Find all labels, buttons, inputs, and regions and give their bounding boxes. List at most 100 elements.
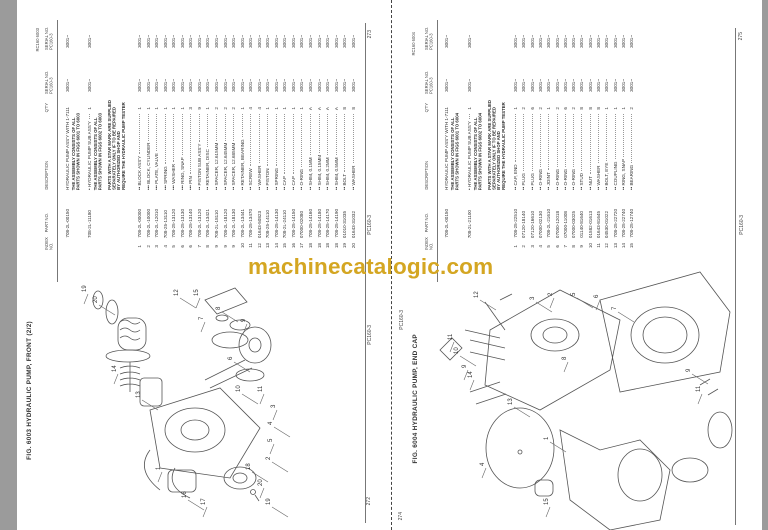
star-mark-note: PARTS WITH A STAR MARK ARE SUPPLIED SEPA…: [487, 100, 506, 190]
part-no: 07000-12018: [554, 210, 560, 238]
serial-no-1: 3001~: [513, 79, 518, 92]
leader-line: [481, 467, 487, 479]
leader-line: [463, 369, 469, 381]
column-header-qty: Q'TY: [424, 102, 429, 112]
part-no: 708-25-22510: [513, 209, 518, 238]
part-no: 708-25-22740: [620, 209, 626, 238]
leader-line: [272, 409, 278, 421]
description: •• BOLT, EYE: [604, 114, 609, 190]
part-no: 708-25-13140: [188, 209, 194, 238]
description-text: HYDRAULIC PUMP ASS'Y WITH 1-711: [65, 109, 70, 190]
serial-no-1: 3001~: [154, 79, 160, 92]
serial-no-1: 3001~: [171, 79, 177, 92]
watermark: machinecatalogic.com: [248, 254, 494, 279]
description-text: •• BOLT: [342, 173, 348, 190]
leader-dots: [224, 114, 226, 141]
serial-no-2: 3001~: [579, 35, 585, 48]
description-text: •• BEARING: [629, 164, 635, 190]
serial-no-2: 3001~: [239, 35, 245, 48]
leader-dots: [241, 114, 243, 138]
description-text: • HYDRAULIC PUMP SUB ASS'Y: [87, 121, 92, 190]
leader-line: [617, 311, 635, 323]
description-text: •• PLUG: [529, 172, 535, 190]
callout-labels: 1920141311617182019789611103452151211109…: [82, 285, 709, 518]
description-text: •• RETAINER, BEARING: [239, 139, 245, 190]
serial-no-2: 3001~: [256, 35, 262, 48]
serial-no-2: 3001~: [87, 35, 92, 48]
description-text: •• SCREW: [248, 168, 254, 190]
description-text: •• PLUG: [521, 172, 527, 190]
description: •• O-RING: [538, 114, 543, 190]
callout-number: 19: [266, 498, 272, 505]
page-number: 273: [367, 29, 373, 38]
part-no: 01643-31032: [350, 210, 356, 238]
leader-line: [195, 297, 201, 309]
index-no: 19: [342, 242, 348, 248]
serial-no-2: 3001~: [554, 35, 560, 48]
page-divider: [391, 0, 392, 530]
part-no: 07000-11008: [562, 211, 568, 238]
figure-title: FIG. 6003 HYDRAULIC PUMP, FRONT (2/2): [26, 321, 33, 460]
serial-no-1: 3001~: [333, 79, 339, 92]
callout-number: 9: [462, 364, 468, 368]
serial-no-2: 3001~: [196, 35, 202, 48]
leader-dots: [631, 114, 633, 163]
end-cap-drawing: [439, 271, 733, 530]
index-no: 20: [350, 242, 356, 248]
callout-number: 9: [686, 368, 692, 372]
serial-no-1: 3001~: [546, 79, 552, 92]
figure-reference: RC160 6003: [35, 28, 40, 52]
serial-no-1: 3001~: [145, 79, 151, 92]
description-text: •• CAP: [290, 176, 296, 190]
callout-number: 10: [454, 347, 460, 354]
leader-dots: [344, 114, 346, 172]
callout-number: 14: [468, 371, 474, 378]
serial-no-1: 3001~: [256, 79, 262, 92]
index-no: 14: [273, 242, 279, 248]
leader-dots: [139, 114, 140, 154]
description-text: •• SHIM, 0.1MM: [308, 157, 313, 190]
quantity: A: [316, 106, 322, 110]
leader-dots: [147, 114, 149, 141]
description: ••• SPRING: [163, 114, 168, 190]
index-no: 13: [265, 242, 271, 248]
quantity: A: [333, 106, 339, 110]
leader-line: [459, 355, 477, 367]
part-no: 708-2L-18110: [213, 209, 219, 238]
serial-no-2: 3001~: [467, 35, 472, 48]
description-text: •• O-RING: [299, 168, 305, 190]
description: •• PISTON SUB ASS'Y: [197, 114, 202, 190]
description: •• SHIM, 0.2MM: [325, 114, 330, 190]
part-no: 708-2L-12010: [154, 209, 160, 238]
callout-number: 3: [271, 404, 277, 408]
leader-dots: [292, 114, 294, 175]
part-no: 04530-01022: [604, 210, 610, 238]
serial-no-2: 3001~: [273, 35, 279, 48]
right-header-rule: [437, 20, 438, 282]
callout-number: 6: [594, 294, 600, 298]
index-no: 18: [333, 242, 339, 248]
description-text: •• RETAINER, DISC: [205, 149, 211, 190]
serial-no-1: 3001~: [587, 79, 593, 92]
part-no: 708-25-14170: [325, 209, 331, 238]
serial-no-1: 3001~: [350, 79, 356, 92]
leader-dots: [573, 114, 575, 167]
index-no: 14: [620, 242, 626, 248]
description-text: •• SPACER, 12.645MM: [222, 142, 228, 190]
leader-line: [271, 461, 289, 473]
description: •• WASHER: [596, 114, 601, 190]
description: •• SHIM, 0.1MM: [308, 114, 313, 190]
description-text: ••• SPRING: [162, 166, 168, 190]
description: •• PISTON: [265, 114, 270, 190]
callout-number: 7: [199, 316, 205, 320]
page-right: [392, 0, 762, 530]
callout-number: 11: [448, 333, 454, 340]
leader-line: [179, 297, 197, 309]
serial-no-1: 3001~: [282, 79, 288, 92]
serial-no-2: 3001~: [188, 35, 194, 48]
part-no: 01140-81640: [579, 211, 585, 238]
leader-line: [513, 406, 531, 418]
leader-dots: [469, 114, 470, 120]
part-no: 708-2L-13120: [196, 209, 202, 238]
index-no: 15: [629, 242, 635, 248]
